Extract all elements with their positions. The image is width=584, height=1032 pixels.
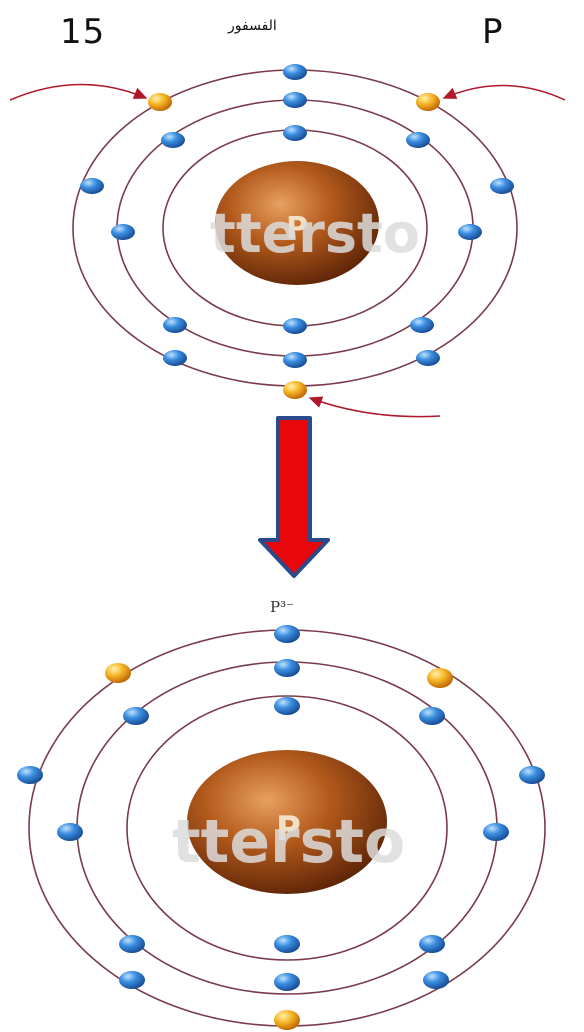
electron [283, 64, 307, 80]
electron [119, 935, 145, 953]
pointer-arrow-right [444, 85, 565, 100]
gained-electron [427, 668, 453, 688]
electron [490, 178, 514, 194]
pointer-arrow-left [10, 84, 146, 100]
electron [283, 92, 307, 108]
gained-electron [274, 1010, 300, 1030]
electron [17, 766, 43, 784]
electron [406, 132, 430, 148]
top-atom: P ttersto [10, 64, 565, 417]
electron [274, 973, 300, 991]
transition-arrow [260, 418, 328, 576]
electron [119, 971, 145, 989]
electron [483, 823, 509, 841]
watermark: ttersto [172, 807, 405, 877]
electron [423, 971, 449, 989]
electron [419, 935, 445, 953]
watermark: ttersto [210, 202, 420, 265]
electron [283, 318, 307, 334]
ion-label: P³⁻ [270, 598, 294, 616]
gained-electron [148, 93, 172, 111]
electron [123, 707, 149, 725]
electron [283, 125, 307, 141]
bottom-atom: P ttersto [17, 625, 545, 1030]
electron [163, 350, 187, 366]
electron [57, 823, 83, 841]
electron [274, 935, 300, 953]
electron [283, 352, 307, 368]
electron [274, 659, 300, 677]
electron [458, 224, 482, 240]
electron [416, 350, 440, 366]
electron [111, 224, 135, 240]
gained-electron [105, 663, 131, 683]
electron [410, 317, 434, 333]
down-arrow-icon [260, 418, 328, 576]
electron [419, 707, 445, 725]
electron [163, 317, 187, 333]
gained-electron [283, 381, 307, 399]
electron [161, 132, 185, 148]
gained-electron [416, 93, 440, 111]
electron [519, 766, 545, 784]
electron [274, 697, 300, 715]
electron [274, 625, 300, 643]
electron [80, 178, 104, 194]
pointer-arrow-bottom [310, 398, 440, 417]
